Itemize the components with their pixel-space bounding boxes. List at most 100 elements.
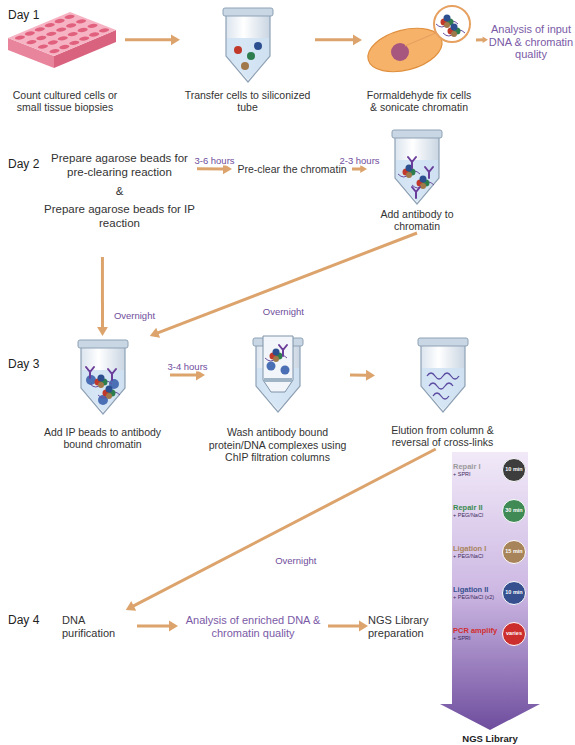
arrow-caption: NGS Library xyxy=(440,733,540,744)
step-caption: Prepare agarose beads for IP reaction xyxy=(42,203,197,231)
duration-text: 10 min xyxy=(505,590,522,596)
well xyxy=(67,40,81,46)
process-step: Wash antibody bound protein/DNA complexe… xyxy=(205,334,350,464)
antibody xyxy=(412,187,420,198)
flow-arrow xyxy=(126,449,436,611)
step-name: Repair II xyxy=(453,504,503,512)
analysis-step: Analysis of input DNA & chromatin qualit… xyxy=(488,14,574,70)
step-name: Ligation II xyxy=(453,586,503,594)
duration-label: Overnight xyxy=(112,309,157,320)
arrow-head xyxy=(360,165,367,173)
well xyxy=(77,36,91,42)
column-filter xyxy=(264,378,292,382)
arrow-line xyxy=(476,38,484,41)
day-label: Day 2 xyxy=(8,157,39,171)
duration-text: varies xyxy=(506,631,522,637)
fixed-cell xyxy=(363,6,470,79)
flow-arrow xyxy=(328,621,368,632)
arrow-line xyxy=(125,38,173,41)
nucleosome xyxy=(398,165,420,179)
tube xyxy=(392,130,442,204)
flow-arrow xyxy=(125,34,180,45)
well xyxy=(76,27,90,33)
duration-label: Overnight xyxy=(273,554,318,565)
dna-fragment xyxy=(427,373,459,379)
column-insert xyxy=(263,336,293,392)
process-step: Transfer cells to siliconized tube xyxy=(180,8,315,114)
eluate-tube xyxy=(418,338,468,412)
step-caption: DNA purification xyxy=(62,614,137,640)
step-caption: Pre-clear the chromatin xyxy=(232,163,352,176)
tube xyxy=(418,338,468,412)
well xyxy=(47,48,61,54)
cell xyxy=(234,46,242,54)
well xyxy=(43,22,57,28)
antibody-tube xyxy=(392,130,442,204)
library-step: Repair II+ PEG/NaCl xyxy=(453,500,503,522)
cell xyxy=(247,52,255,60)
flow-arrow xyxy=(350,370,375,381)
step-name: PCR amplify xyxy=(453,627,503,635)
antibody xyxy=(279,345,287,356)
arrow-line xyxy=(170,373,198,376)
duration-text: 15 min xyxy=(505,549,522,555)
step-caption: Formaldehyde fix cells & sonicate chroma… xyxy=(362,89,476,114)
antibody xyxy=(408,157,416,168)
step-caption: Add IP beads to antibody bound chromatin xyxy=(35,426,170,451)
analysis-step: Analysis of enriched DNA & chromatin qua… xyxy=(178,610,328,644)
arrow-head xyxy=(483,37,488,43)
duration-circle: 10 min xyxy=(502,581,526,605)
library-step: Ligation I+ PEG/NaCl xyxy=(453,541,503,563)
day-label: Day 1 xyxy=(8,8,39,22)
flow-arrow xyxy=(150,233,417,338)
cell xyxy=(254,42,262,50)
step-caption: NGS Library preparation xyxy=(368,614,430,640)
cleanup-note: + SPRI xyxy=(453,471,503,477)
step-name: Repair I xyxy=(453,463,503,471)
process-step: DNA purification xyxy=(62,610,137,644)
arrow-head xyxy=(171,34,180,45)
arrow-head xyxy=(359,621,368,632)
filtration-column xyxy=(253,336,303,412)
day-label: Day 4 xyxy=(8,613,39,627)
nucleosome xyxy=(412,176,434,190)
arrow-line xyxy=(101,257,104,329)
arrow-head xyxy=(126,601,136,611)
duration-circle: 30 min xyxy=(502,499,526,523)
arrow-head xyxy=(150,328,160,338)
duration-circle: varies xyxy=(502,622,526,646)
arrow-head xyxy=(353,34,362,45)
library-step: Ligation II+ PEG/NaCl (x2) xyxy=(453,582,503,604)
well xyxy=(36,44,50,50)
well xyxy=(57,44,71,50)
well xyxy=(24,39,38,45)
process-step: Formaldehyde fix cells & sonicate chroma… xyxy=(362,5,476,114)
bead xyxy=(281,366,290,375)
well xyxy=(54,27,68,33)
arrow-line xyxy=(197,167,225,170)
process-step: Elution from column & reversal of cross-… xyxy=(375,334,510,449)
process-step: Count cultured cells or small tissue bio… xyxy=(5,8,125,114)
cleanup-note: + SPRI xyxy=(453,635,503,641)
well xyxy=(33,26,47,32)
flow-arrow xyxy=(476,37,488,43)
arrow-line xyxy=(156,233,417,333)
flow-arrow xyxy=(97,257,108,336)
step-caption: Analysis of input DNA & chromatin qualit… xyxy=(488,23,574,61)
cleanup-note: + PEG/NaCl xyxy=(453,512,503,518)
duration-text: 30 min xyxy=(505,508,522,514)
arrow-band xyxy=(440,452,540,730)
duration-label: 2-3 hours xyxy=(337,154,381,165)
arrow-head xyxy=(366,370,375,381)
duration-label: 3-4 hours xyxy=(165,361,209,372)
dna-fragment xyxy=(433,393,449,399)
cleanup-note: + PEG/NaCl xyxy=(453,553,503,559)
duration-label: Overnight xyxy=(261,305,306,316)
dna-fragment xyxy=(429,383,453,389)
step-caption: & xyxy=(42,185,197,199)
bead xyxy=(267,362,276,371)
duration-text: 10 min xyxy=(505,467,522,473)
arrow-head xyxy=(97,327,108,336)
library-step: Repair I+ SPRI xyxy=(453,459,503,481)
cell xyxy=(241,62,249,70)
